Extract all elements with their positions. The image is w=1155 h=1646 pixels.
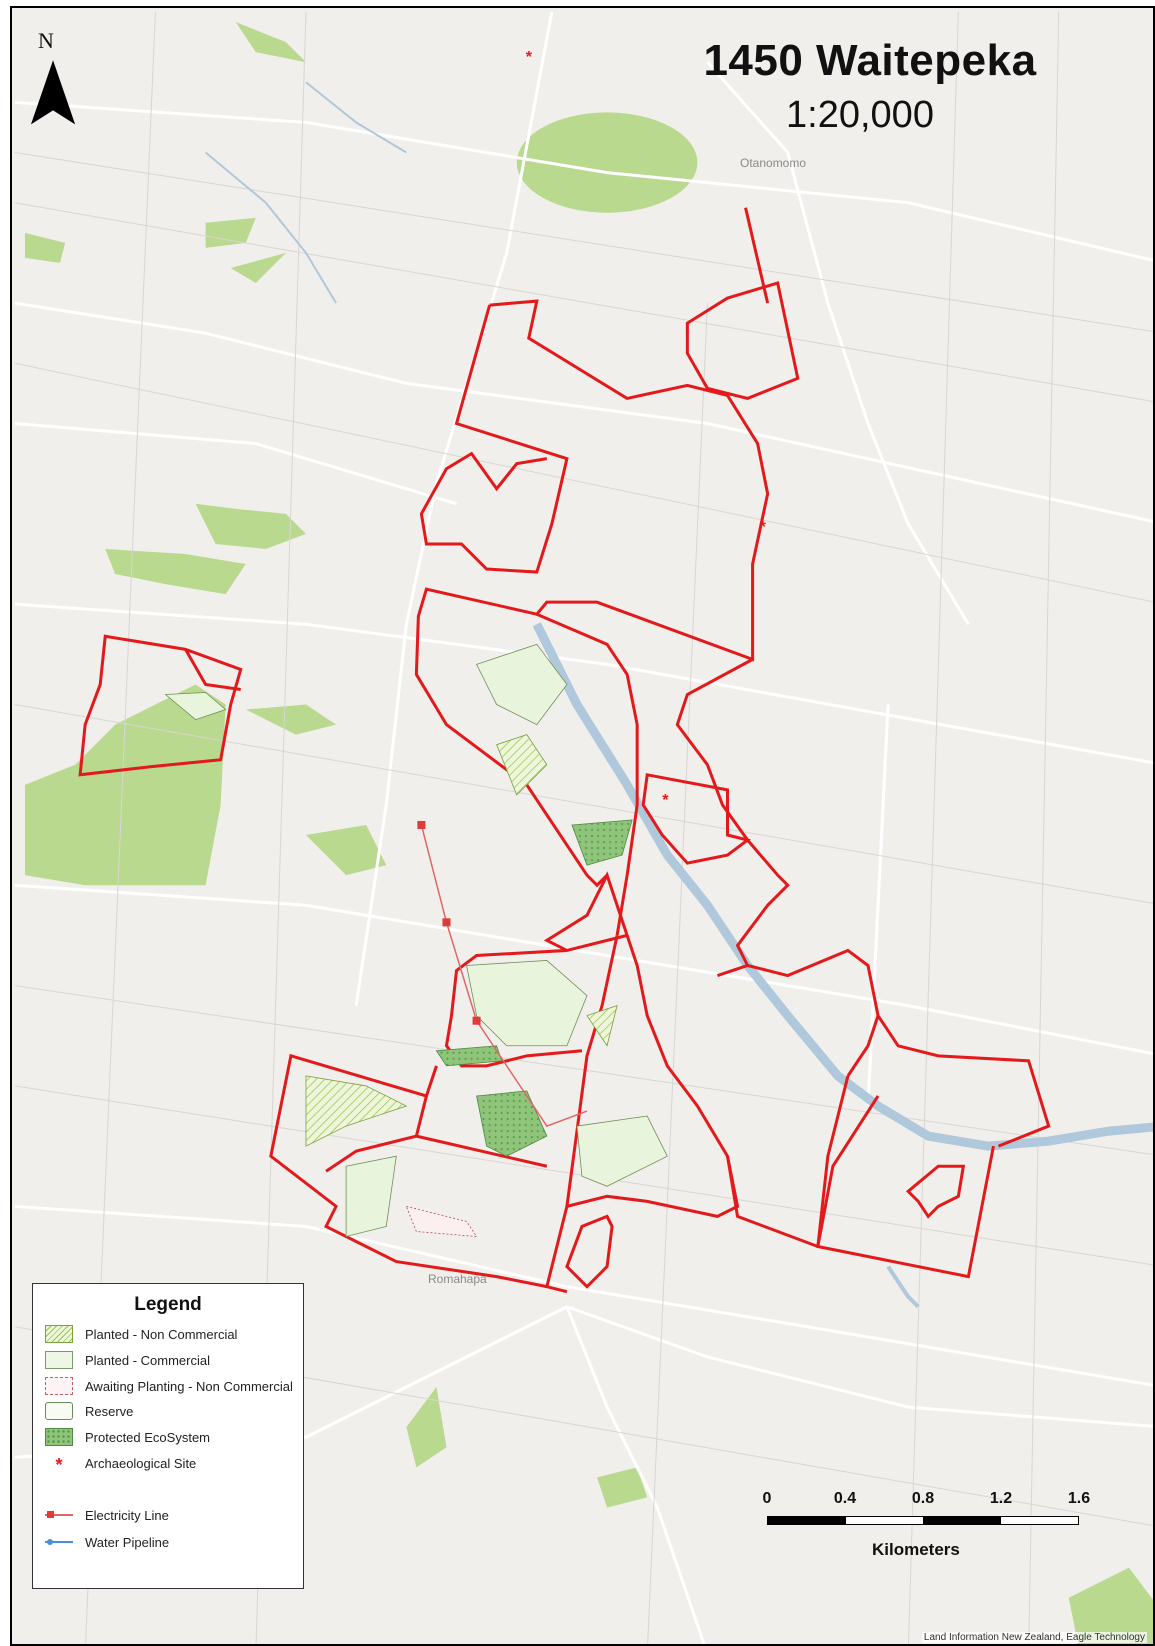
legend-item-label: Reserve — [85, 1403, 134, 1419]
scale-unit-label: Kilometers — [872, 1540, 960, 1559]
legend-item-label: Planted - Non Commercial — [85, 1326, 238, 1342]
red-asterisk-icon: * — [55, 1455, 63, 1475]
reserve-swatch — [45, 1402, 73, 1420]
planting-patches — [164, 643, 668, 1237]
legend-item-label: Awaiting Planting - Non Commercial — [85, 1378, 293, 1394]
legend-item: * Archaeological Site — [45, 1453, 197, 1475]
legend-item: Protected EcoSystem — [45, 1427, 210, 1447]
north-label: N — [38, 28, 54, 53]
legend: Legend Planted - Non Commercial Planted … — [32, 1283, 304, 1589]
legend-item-label: Water Pipeline — [85, 1534, 170, 1550]
scale-tick-label: 1.6 — [1067, 1490, 1091, 1507]
minor-roads — [14, 11, 1153, 1644]
red-line-icon — [45, 1506, 73, 1524]
light-green-swatch — [45, 1351, 73, 1369]
svg-text:*: * — [526, 48, 533, 66]
legend-item: Reserve — [45, 1401, 133, 1421]
archaeological-sites: * * * — [526, 48, 767, 809]
legend-item-label: Electricity Line — [85, 1507, 169, 1523]
legend-item-label: Archaeological Site — [85, 1455, 197, 1471]
hatched-green-swatch — [45, 1325, 73, 1343]
scale-bar-segments — [767, 1516, 1079, 1525]
scale-bar: 0 0.4 0.8 1.2 1.6 Kilometers — [760, 1490, 1091, 1570]
map-scale-ratio: 1:20,000 — [786, 94, 934, 136]
property-boundaries — [78, 207, 1051, 1294]
pink-dotted-swatch — [45, 1377, 73, 1395]
legend-item: Water Pipeline — [45, 1532, 169, 1552]
map-title: 1450 Waitepeka — [703, 36, 1037, 85]
scale-tick-label: 1.2 — [989, 1490, 1013, 1507]
vegetation-areas — [24, 22, 1153, 1644]
place-label-bottom: Romahapa — [428, 1272, 487, 1286]
scale-tick-label: 0.8 — [911, 1490, 935, 1507]
blue-line-icon — [45, 1533, 73, 1551]
map-credit: Land Information New Zealand, Eagle Tech… — [921, 1632, 1147, 1643]
legend-item: Planted - Commercial — [45, 1350, 210, 1370]
scale-tick-label: 0 — [762, 1490, 772, 1507]
place-label-top: Otanomomo — [740, 156, 807, 170]
river — [204, 81, 1153, 1309]
legend-item: Electricity Line — [45, 1505, 169, 1525]
legend-item-label: Protected EcoSystem — [85, 1429, 210, 1445]
legend-title: Legend — [134, 1294, 202, 1315]
north-arrow-icon — [30, 60, 76, 125]
legend-item-label: Planted - Commercial — [85, 1352, 210, 1368]
svg-text:*: * — [760, 518, 767, 536]
electricity-poles — [417, 820, 481, 1025]
scale-tick-label: 0.4 — [833, 1490, 857, 1507]
protected-swatch — [45, 1428, 73, 1446]
legend-item: Planted - Non Commercial — [45, 1324, 237, 1344]
svg-text:*: * — [662, 791, 669, 809]
legend-item: Awaiting Planting - Non Commercial — [45, 1376, 293, 1396]
